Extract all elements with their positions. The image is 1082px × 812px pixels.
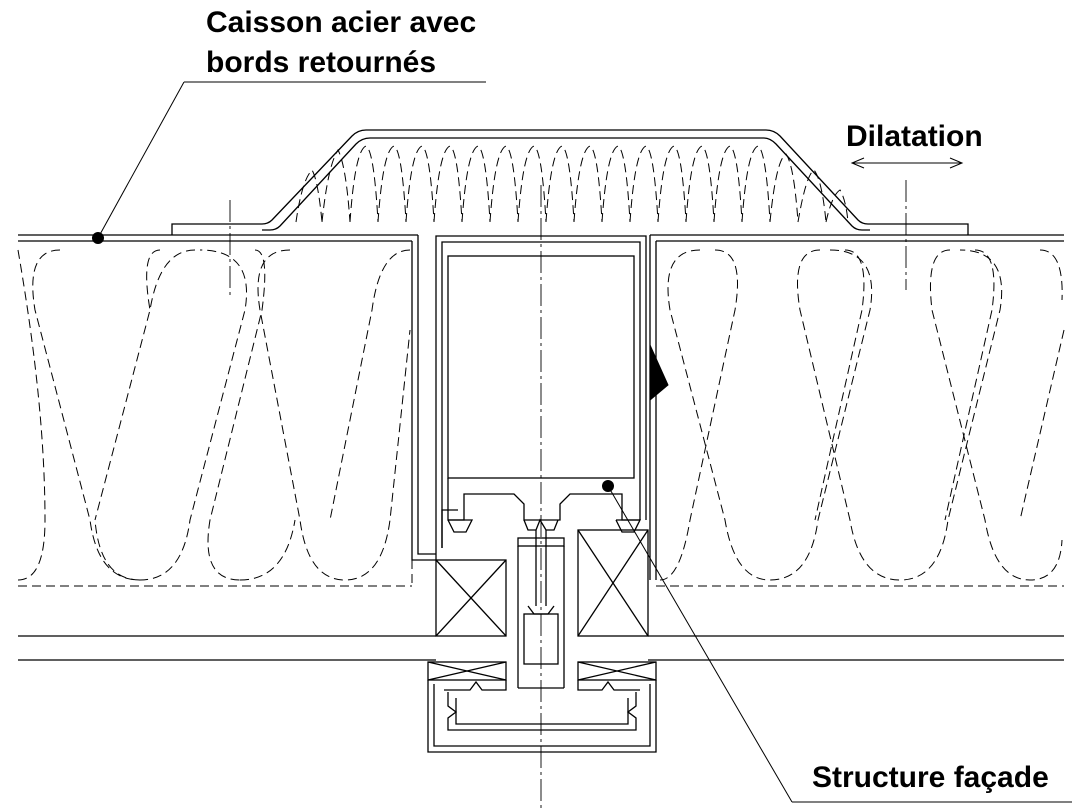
caisson-label-line1: Caisson acier avec	[206, 6, 476, 39]
panel-edge-right	[649, 235, 669, 580]
insulation-left	[17, 249, 411, 581]
structure-leader-dot	[602, 480, 614, 492]
spacer-block-right	[577, 529, 649, 637]
lower-gaskets	[427, 661, 657, 681]
panel-skins	[18, 234, 1064, 661]
caisson-insulation	[295, 145, 849, 223]
caisson-label-line2: bords retournés	[206, 46, 436, 79]
panel-edge-left	[411, 235, 436, 586]
cover-cap	[427, 664, 657, 753]
spacer-block-left	[435, 559, 507, 637]
mullion	[435, 235, 647, 665]
dilatation-arrow	[850, 157, 964, 169]
caisson-cover	[171, 129, 969, 235]
insulation-right	[659, 249, 1065, 581]
structure-leader-line	[607, 485, 793, 803]
seal-gasket-black	[649, 344, 669, 402]
structure-label: Structure façade	[812, 761, 1049, 794]
dilatation-label: Dilatation	[846, 120, 983, 153]
gaskets-upper	[447, 519, 642, 533]
caisson-leader-line	[97, 81, 185, 239]
caisson-leader-dot	[92, 232, 104, 244]
